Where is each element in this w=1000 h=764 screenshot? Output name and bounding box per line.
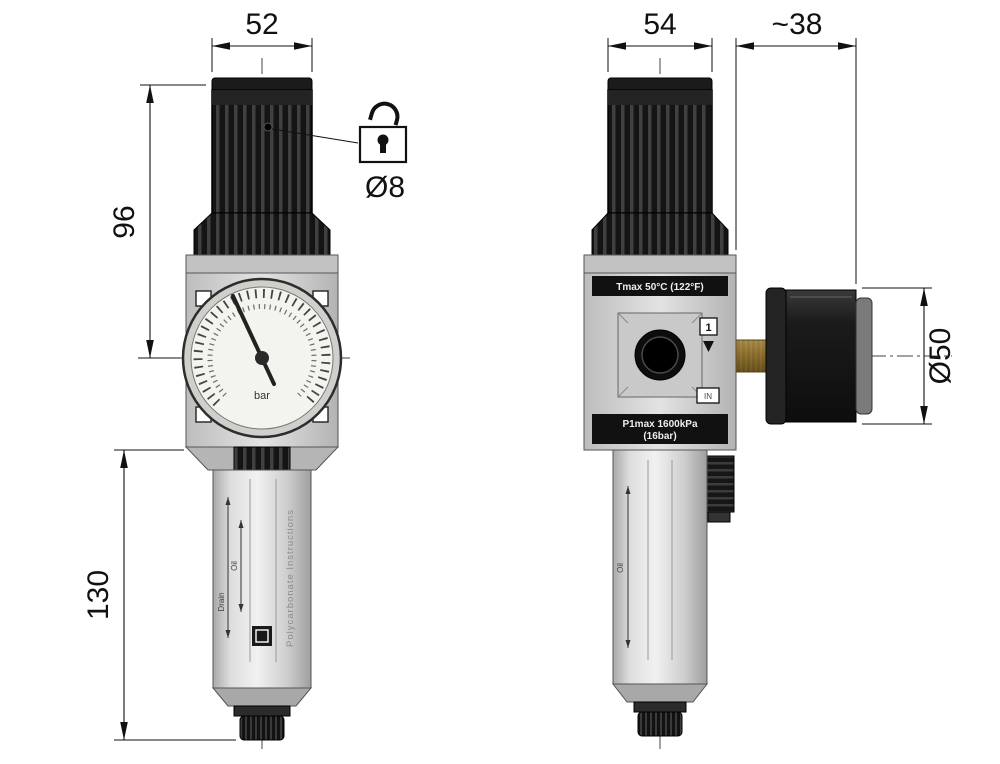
- drain-level-label: Drain: [217, 592, 226, 611]
- gauge-unit-label: bar: [254, 390, 270, 402]
- dimension-upper-height: 96: [108, 84, 206, 359]
- bowl-material-text: Polycarbonate Instructions: [285, 509, 296, 647]
- lock-leader-line: [271, 128, 359, 144]
- pmax-label-line1: P1max 1600kPa: [622, 419, 698, 430]
- side-adjustment-knob: [607, 77, 713, 214]
- side-oil-level-label: Oil: [616, 563, 625, 573]
- dim-lock-hole-label: Ø8: [365, 171, 405, 204]
- dimension-gauge-diameter: Ø50: [862, 287, 957, 425]
- port-number-tag: 1: [699, 317, 718, 336]
- dimension-knob-width-front: 52: [211, 8, 313, 72]
- dimension-gauge-depth: ~38: [735, 8, 857, 284]
- bowl-logo: [252, 626, 272, 646]
- oil-level-label: Oil: [230, 561, 239, 571]
- dim-54-label: 54: [643, 8, 676, 41]
- port-in-label: IN: [704, 392, 712, 401]
- pressure-gauge-front: bar: [181, 277, 343, 439]
- bowl-latch-clip: [703, 455, 735, 523]
- gauge-needle: [231, 294, 276, 386]
- dim-130-label: 130: [82, 570, 115, 620]
- dim-96-label: 96: [108, 205, 141, 238]
- gauge-back-plate: [855, 297, 873, 415]
- flow-direction-arrow: [703, 341, 714, 352]
- front-knob-collar: [193, 212, 331, 256]
- pmax-label-line2: (16bar): [643, 431, 676, 442]
- side-regulator-body: Tmax 50°C (122°F) 1 IN P1max 1600kPa (16…: [583, 254, 737, 451]
- open-padlock-icon: [358, 101, 408, 164]
- dim-52-label: 52: [245, 8, 278, 41]
- knob-lock-hole: [263, 122, 273, 132]
- tmax-label: Tmax 50°C (122°F): [616, 282, 703, 293]
- side-knob-collar: [591, 212, 729, 256]
- front-view: bar Oil Drain Polycarbonate Instructions: [82, 8, 408, 752]
- front-adjustment-knob: [211, 77, 313, 214]
- gauge-needle-hub: [255, 351, 269, 365]
- gauge-case: [785, 289, 857, 423]
- side-view: Tmax 50°C (122°F) 1 IN P1max 1600kPa (16…: [583, 8, 957, 752]
- dimension-lower-height: 130: [82, 449, 236, 741]
- pressure-gauge-side: [735, 287, 873, 425]
- gauge-bezel: [765, 287, 787, 425]
- front-drain-knob: [239, 715, 285, 741]
- dim-38-label: ~38: [772, 8, 823, 41]
- pmax-label-band: [592, 414, 728, 444]
- port-number-label: 1: [705, 322, 711, 334]
- port-in-tag: IN: [696, 387, 720, 404]
- side-drain-knob: [637, 711, 683, 737]
- dimension-knob-width-side: 54: [607, 8, 713, 72]
- lock-indicator: Ø8: [271, 101, 408, 204]
- front-filter-bowl: Oil Drain Polycarbonate Instructions: [211, 469, 313, 741]
- tmax-label-band: [592, 276, 728, 296]
- dim-50-label: Ø50: [924, 328, 957, 385]
- side-filter-bowl: Oil: [611, 449, 709, 737]
